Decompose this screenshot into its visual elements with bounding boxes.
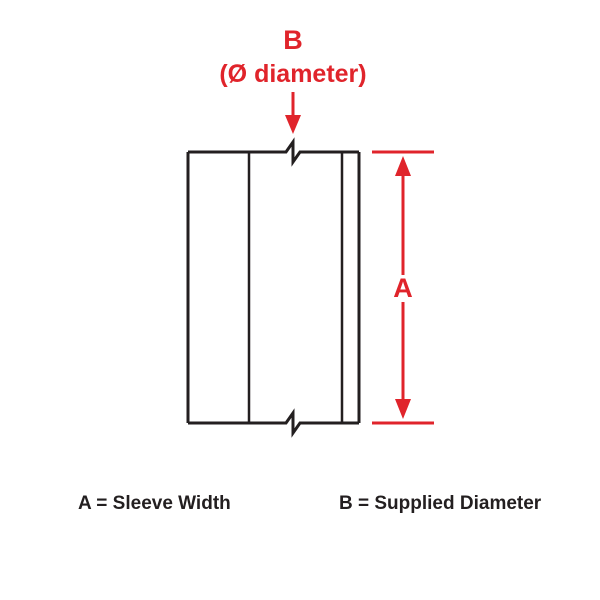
sleeve-outline [186,137,361,438]
sleeve-inner-lines [247,152,344,423]
dimension-label-a: A [383,275,423,302]
sleeve-bottom-edge-break [188,408,359,438]
sleeve-top-edge-break [188,137,359,167]
a-arrowhead-bottom [395,399,411,419]
a-arrowhead-top [395,156,411,176]
dimension-label-b-diameter: (Ø diameter) [219,60,367,88]
dimension-label-b: B [283,25,303,55]
legend-sleeve-width: A = Sleeve Width [78,493,231,514]
a-extension-lines [372,150,434,425]
b-pointer-arrow [285,92,301,134]
legend-supplied-diameter: B = Supplied Diameter [339,493,542,514]
